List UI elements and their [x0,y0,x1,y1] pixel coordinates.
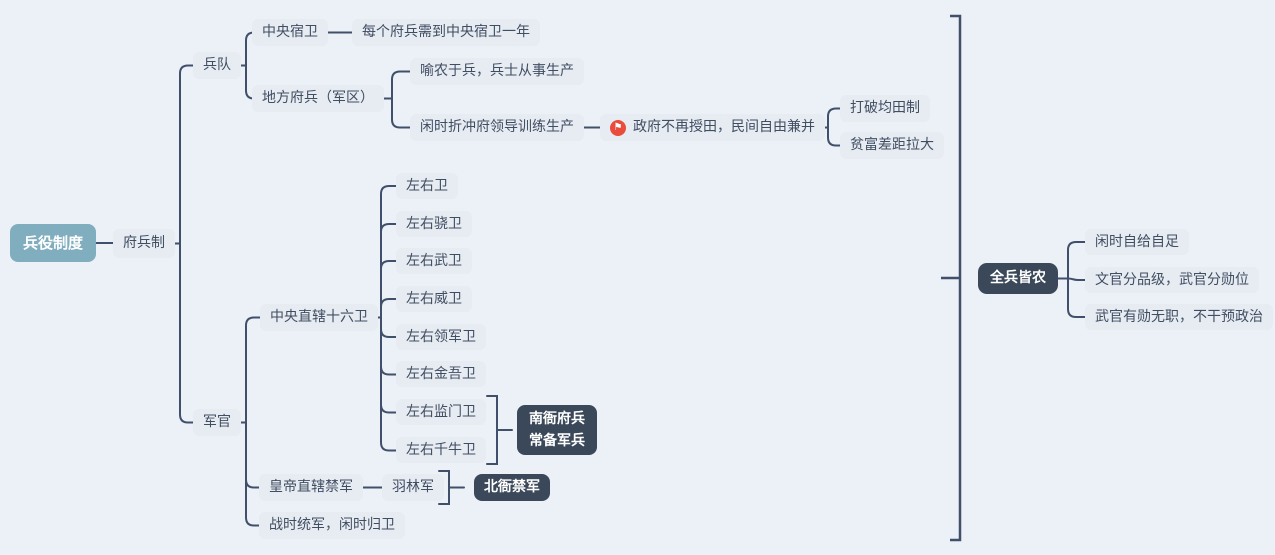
node-leaf-ranks[interactable]: 文官分品级，武官分勋位 [1085,267,1259,293]
node-nanya-summary[interactable]: 南衙府兵 常备军兵 [517,405,597,455]
node-land-callout[interactable]: ⚑ 政府不再授田，民间自由兼并 [600,114,825,141]
node-beiya-summary[interactable]: 北衙禁军 [474,474,550,501]
node-guard-wuwei[interactable]: 左右武卫 [396,248,472,274]
link-localfubing-farm [391,70,419,100]
node-root[interactable]: 兵役制度 [10,224,97,262]
node-summary-quanbingjienong[interactable]: 全兵皆农 [978,263,1058,294]
link-callout-wealthgap [827,126,849,147]
node-central-guard-note[interactable]: 每个府兵需到中央宿卫一年 [352,19,540,46]
nanya-line1: 南衙府兵 [529,411,585,427]
node-guard-jianmenwei[interactable]: 左右监门卫 [396,399,486,425]
flag-icon[interactable]: ⚑ [610,119,626,136]
link-guard-3 [380,298,405,319]
link-callout-juntian [827,107,849,129]
link-summary-leaf3 [1067,277,1093,318]
node-leaf-self-sufficient[interactable]: 闲时自给自足 [1085,229,1189,255]
node-guard-weiwei[interactable]: 左右威卫 [396,286,472,312]
node-break-juntian[interactable]: 打破均田制 [840,95,930,122]
node-sixteen-guards[interactable]: 中央直辖十六卫 [260,304,378,331]
node-training[interactable]: 闲时折冲府领导训练生产 [410,114,584,141]
node-farm-soldiers[interactable]: 喻农于兵，兵士从事生产 [410,58,584,85]
node-leaf-no-politics[interactable]: 武官有勋无职，不干预政治 [1085,304,1273,330]
nanya-line2: 常备军兵 [529,433,585,449]
node-guard-xiaowei[interactable]: 左右骁卫 [396,211,472,237]
node-yulin[interactable]: 羽林军 [382,474,444,501]
node-guard-lingjunwei[interactable]: 左右领军卫 [396,324,486,350]
link-summary-leaf1 [1067,241,1093,280]
node-guard-jinwuwei[interactable]: 左右金吾卫 [396,361,486,387]
link-fubing-troops [179,64,201,245]
node-fubing[interactable]: 府兵制 [113,229,175,258]
node-local-fubing[interactable]: 地方府兵（军区） [252,85,384,112]
link-summary-leaf2 [1067,277,1093,281]
link-localfubing-training [391,97,419,129]
node-guard-qianniuwei[interactable]: 左右千牛卫 [396,437,486,463]
link-officers-wartime [245,421,268,527]
node-central-guard[interactable]: 中央宿卫 [252,19,328,46]
node-troops[interactable]: 兵队 [193,52,241,79]
node-wealth-gap[interactable]: 贫富差距拉大 [840,132,944,159]
node-guard-zuoyouwei[interactable]: 左右卫 [396,173,458,199]
link-guard-0 [380,185,405,319]
link-guard-7 [380,316,405,452]
link-guard-2 [380,260,405,319]
link-fubing-officers [179,242,201,424]
node-wartime[interactable]: 战时统军，闲时归卫 [259,512,405,539]
land-callout-label: 政府不再授田，民间自由兼并 [633,119,815,135]
node-emperor-guards[interactable]: 皇帝直辖禁军 [259,474,363,501]
link-officers-sixteen [245,316,269,424]
bracket-nanya [486,395,498,465]
link-guard-1 [380,223,405,319]
node-officers[interactable]: 军官 [193,409,241,436]
